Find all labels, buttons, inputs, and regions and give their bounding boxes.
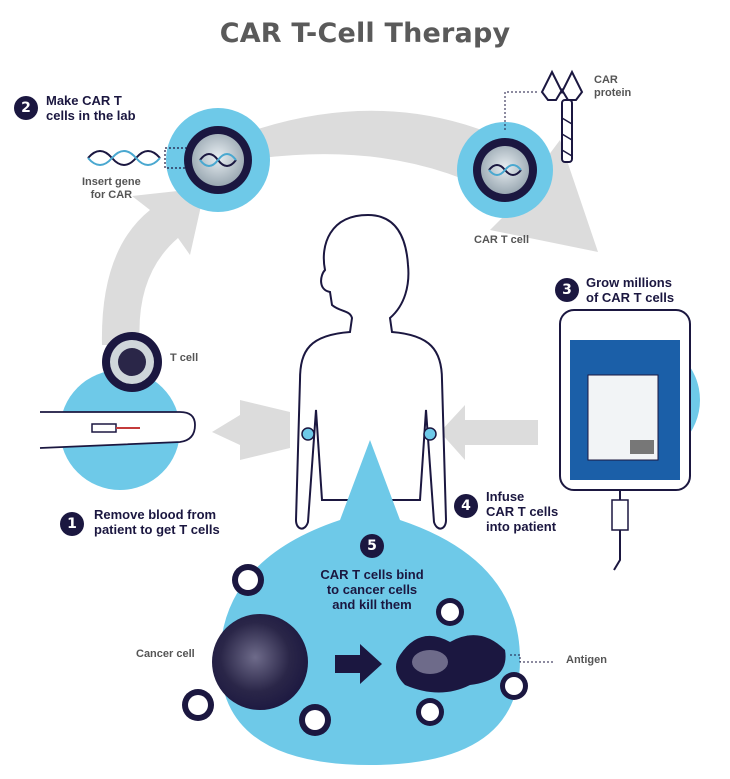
- patient-silhouette: [294, 213, 448, 530]
- step-2-number: 2: [14, 96, 38, 120]
- kill-arrow: [335, 644, 382, 684]
- step-1-label: Remove blood from patient to get T cells: [94, 507, 220, 537]
- t-cell-icon-lab: [184, 126, 252, 194]
- arrow-left-up: [101, 188, 205, 345]
- t-cell-icons-attacking: [182, 564, 528, 736]
- car-t-cell-label: CAR T cell: [474, 234, 530, 246]
- car-t-cell-group: [457, 69, 584, 218]
- insert-gene-label: Insert gene for CAR: [82, 176, 141, 201]
- car-protein-icon: [540, 69, 584, 163]
- step-2-label: Make CAR T cells in the lab: [46, 93, 136, 123]
- step-4-number: 4: [454, 494, 478, 518]
- step-3-label: Grow millions of CAR T cells: [586, 275, 675, 305]
- dying-cancer-cell-icon: [396, 635, 506, 693]
- page-title: CAR T-Cell Therapy: [219, 18, 511, 49]
- blood-draw-group: [39, 332, 196, 490]
- arrow-to-body: [440, 405, 538, 460]
- iv-bag-group: [559, 309, 700, 571]
- step-5-number: 5: [360, 534, 384, 558]
- step-1-number: 1: [60, 512, 84, 536]
- dna-icon: [87, 150, 161, 166]
- kill-bubble-group: [182, 440, 555, 765]
- arrow-to-left: [212, 400, 290, 460]
- t-cell-icon-blood: [102, 332, 162, 392]
- step-5-label: CAR T cells bind to cancer cells and kil…: [320, 567, 424, 612]
- lab-cell-group: [87, 108, 270, 212]
- step-3-number: 3: [555, 278, 579, 302]
- cancer-cell-icon: [212, 614, 308, 710]
- t-cell-label: T cell: [170, 352, 199, 364]
- car-protein-label: CAR protein: [594, 74, 632, 99]
- cancer-cell-label: Cancer cell: [136, 648, 195, 660]
- step-4-label: Infuse CAR T cells into patient: [486, 489, 559, 534]
- antigen-label: Antigen: [566, 654, 607, 666]
